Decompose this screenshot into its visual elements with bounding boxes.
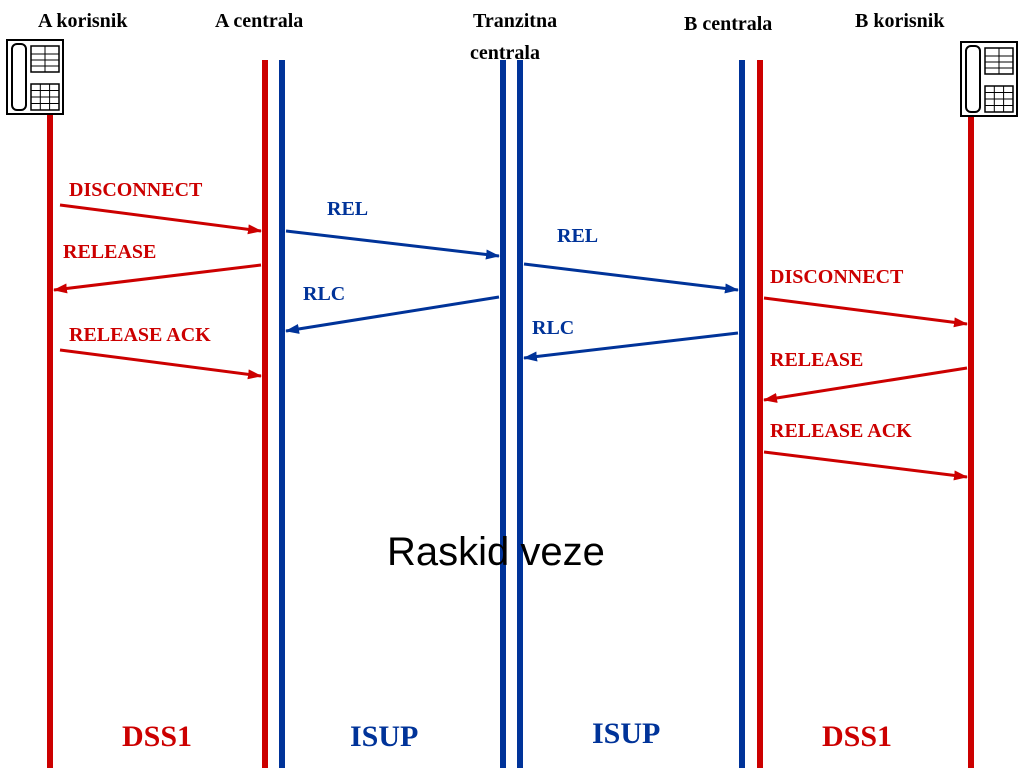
protocol-right-dss1: DSS1 bbox=[822, 720, 893, 753]
label-a-release: RELEASE bbox=[63, 241, 157, 263]
label-b-disconnect: DISCONNECT bbox=[770, 266, 904, 288]
entity-transit-line1: Tranzitna bbox=[473, 10, 558, 32]
label-rel-1: REL bbox=[327, 198, 369, 220]
label-b-release-ack: RELEASE ACK bbox=[770, 420, 912, 442]
arrow-b-disconnect bbox=[763, 296, 968, 328]
protocol-left-isup: ISUP bbox=[350, 720, 419, 753]
label-rlc-1: RLC bbox=[303, 283, 346, 305]
label-rlc-2: RLC bbox=[532, 317, 575, 339]
telephone-icon bbox=[6, 39, 64, 115]
arrow-rel-1 bbox=[285, 229, 500, 260]
label-b-release: RELEASE bbox=[770, 349, 864, 371]
protocol-left-dss1: DSS1 bbox=[122, 720, 193, 753]
entity-b-user: B korisnik bbox=[855, 10, 945, 32]
telephone-icon bbox=[960, 41, 1018, 117]
label-a-disconnect: DISCONNECT bbox=[69, 179, 203, 201]
arrow-rel-2 bbox=[523, 262, 739, 294]
arrow-rlc-1 bbox=[285, 295, 500, 334]
protocol-right-isup: ISUP bbox=[592, 717, 661, 750]
entity-a-user: A korisnik bbox=[38, 10, 128, 32]
entity-b-exchange: B centrala bbox=[684, 13, 773, 35]
label-rel-2: REL bbox=[557, 225, 599, 247]
arrow-a-release bbox=[53, 263, 262, 294]
arrow-a-disconnect bbox=[59, 203, 262, 235]
entity-transit-line2: centrala bbox=[470, 42, 540, 64]
label-a-release-ack: RELEASE ACK bbox=[69, 324, 211, 346]
arrow-rlc-2 bbox=[523, 331, 739, 362]
entity-a-exchange: A centrala bbox=[215, 10, 304, 32]
arrow-b-release bbox=[763, 366, 968, 403]
arrow-a-release-ack bbox=[59, 348, 262, 380]
arrow-b-release-ack bbox=[763, 450, 968, 481]
slide-title: Raskid veze bbox=[387, 530, 605, 574]
